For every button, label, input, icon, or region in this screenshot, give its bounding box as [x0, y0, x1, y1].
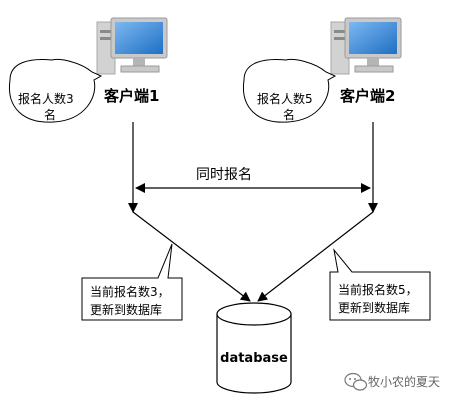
database-cylinder-icon: database	[216, 302, 292, 394]
database-label: database	[220, 351, 288, 366]
client1-computer-icon	[96, 17, 168, 75]
client2-label: 客户端2	[339, 87, 395, 105]
client2-to-db-arrow	[257, 211, 374, 302]
client1-label: 客户端1	[103, 87, 159, 105]
watermark-text: 牧小农的夏天	[368, 374, 440, 389]
client1-speech-bubble: 报名人数3 名	[8, 59, 103, 123]
client1-update-callout: 当前报名数3， 更新到数据库	[81, 243, 183, 321]
client2-callout-line1: 当前报名数5，	[338, 282, 418, 297]
client2-callout-line2: 更新到数据库	[338, 300, 410, 315]
client1-to-db-arrow	[132, 211, 251, 302]
client2-computer-icon	[330, 17, 402, 75]
wechat-icon	[344, 372, 368, 391]
client2-speech-bubble: 报名人数5 名	[242, 59, 337, 123]
client1-callout-line1: 当前报名数3，	[90, 284, 170, 299]
client1-callout-line2: 更新到数据库	[90, 302, 162, 317]
client2-bubble-line1: 报名人数5	[257, 91, 313, 106]
watermark: 牧小农的夏天	[344, 372, 440, 391]
sync-label: 同时报名	[196, 167, 252, 183]
client2-update-callout: 当前报名数5， 更新到数据库	[329, 248, 431, 321]
client1-bubble-line2: 名	[44, 107, 56, 122]
client1-bubble-line1: 报名人数3	[18, 91, 74, 106]
client2-bubble-line2: 名	[283, 107, 295, 122]
